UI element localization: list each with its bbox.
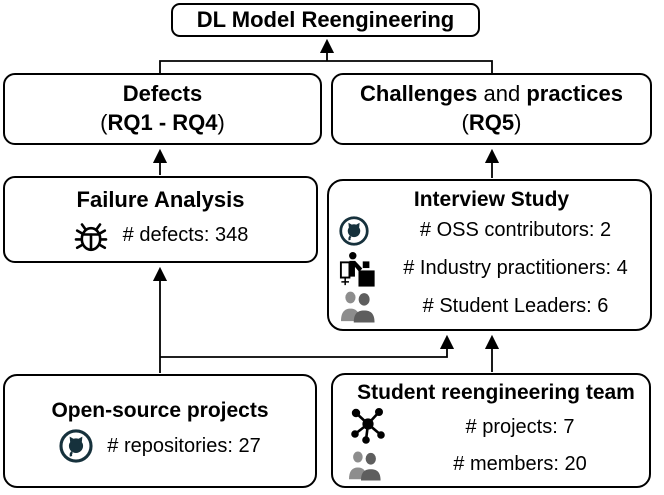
failure-stat-row: # defects: 348 bbox=[73, 219, 249, 253]
student-projects-label: # projects: 7 bbox=[465, 415, 575, 438]
failure-title: Failure Analysis bbox=[76, 186, 245, 212]
interview-oss-label: # OSS contributors: 2 bbox=[419, 219, 612, 242]
connector-defects-challenges-join bbox=[159, 60, 493, 73]
student-team-box: Student reengineering team bbox=[331, 373, 651, 488]
interview-title: Interview Study bbox=[413, 188, 570, 211]
arrow-opensource-to-interview bbox=[160, 334, 455, 358]
challenges-rq-line: (RQ5) bbox=[461, 110, 522, 135]
interview-row-industry: # Industry practitioners: 4 bbox=[339, 250, 644, 288]
people-icon bbox=[347, 449, 395, 481]
root-title: DL Model Reengineering bbox=[196, 7, 455, 32]
opensource-stat-row: # repositories: 27 bbox=[59, 429, 261, 463]
student-row-members: # members: 20 bbox=[347, 447, 645, 482]
interview-row-students: # Student Leaders: 6 bbox=[339, 288, 644, 326]
failure-stat: # defects: 348 bbox=[122, 224, 249, 246]
interview-industry-label: # Industry practitioners: 4 bbox=[403, 257, 628, 279]
student-members-label: # members: 20 bbox=[453, 453, 587, 476]
network-icon bbox=[347, 407, 395, 447]
student-row-projects: # projects: 7 bbox=[347, 407, 645, 447]
student-title: Student reengineering team bbox=[357, 381, 635, 404]
defects-rq-line: (RQ1 - RQ4) bbox=[100, 110, 225, 135]
root-box: DL Model Reengineering bbox=[171, 3, 480, 37]
interview-row-oss: # OSS contributors: 2 bbox=[339, 212, 644, 250]
industry-practitioner-icon bbox=[339, 250, 387, 288]
defects-title: Defects bbox=[122, 81, 203, 107]
people-icon bbox=[339, 289, 387, 323]
opensource-stat: # repositories: 27 bbox=[107, 434, 261, 457]
failure-analysis-box: Failure Analysis # defects: 348 bbox=[3, 176, 318, 263]
github-icon bbox=[59, 429, 93, 463]
opensource-title: Open-source projects bbox=[51, 399, 269, 422]
challenges-title: Challenges and practices bbox=[360, 81, 623, 107]
github-icon bbox=[339, 216, 387, 246]
bug-icon bbox=[74, 222, 107, 251]
challenges-box: Challenges and practices (RQ5) bbox=[331, 73, 652, 145]
defects-box: Defects (RQ1 - RQ4) bbox=[3, 73, 322, 145]
open-source-projects-box: Open-source projects # repositories: 27 bbox=[3, 374, 317, 488]
interview-study-box: Interview Study # OSS contributors: 2 bbox=[327, 179, 652, 331]
interview-students-label: # Student Leaders: 6 bbox=[422, 294, 609, 317]
